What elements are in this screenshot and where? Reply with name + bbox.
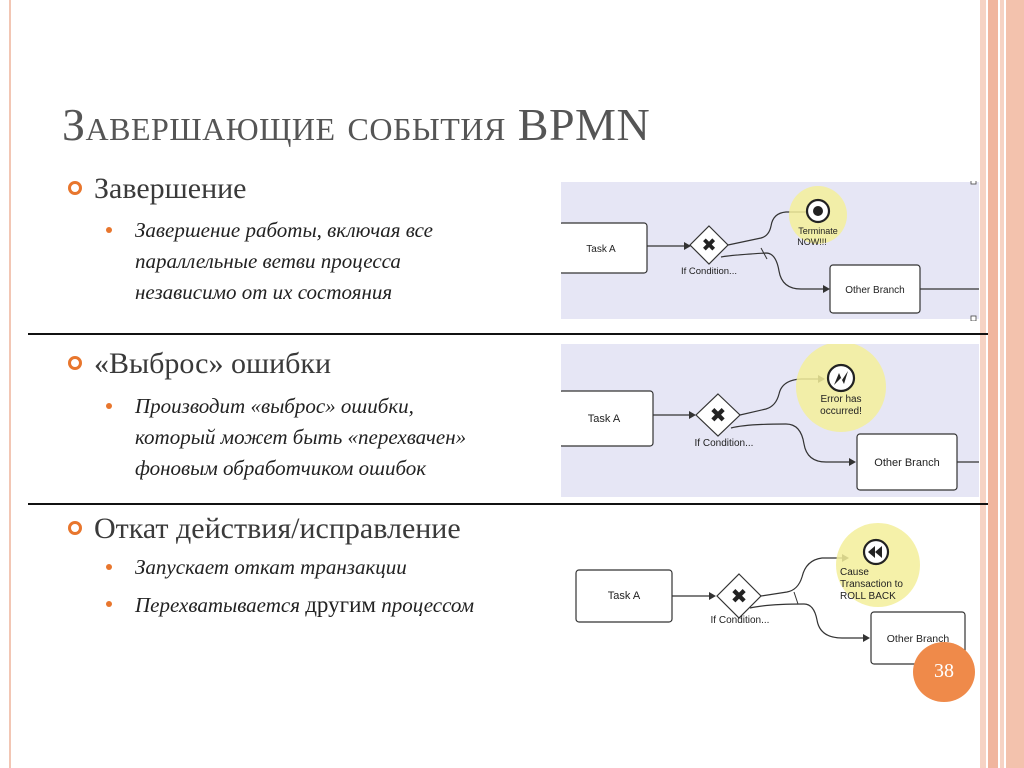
bullet-ring-icon — [68, 521, 82, 536]
section-compensation-bullet-2: Перехватывается другим процессом — [106, 589, 474, 621]
section-compensation-heading: Откат действия/исправление — [68, 512, 461, 546]
other-branch-label: Other Branch — [874, 457, 939, 469]
slide-title: Завершающие события BPMN — [62, 99, 651, 150]
event-highlight — [836, 523, 920, 607]
bullet-dot-icon — [106, 564, 112, 570]
gateway-x-icon: ✖ — [710, 403, 727, 427]
exclusive-gateway — [716, 573, 762, 619]
error-end-event-diagram: Task A ✖ If Condition... Error has occur… — [561, 344, 979, 497]
section-error-heading: «Выброс» ошибки — [68, 347, 331, 381]
task-box — [561, 390, 654, 447]
section-terminate-bullet: Завершение работы, включая все параллель… — [106, 215, 433, 308]
event-label-line1: Error has — [820, 394, 861, 405]
other-branch-label: Other Branch — [845, 285, 904, 296]
page-number-badge — [913, 642, 975, 702]
section-compensation-bullet-1: Запускает откат транзакции — [106, 552, 407, 583]
exclusive-gateway — [695, 393, 741, 437]
gateway-x-icon: ✖ — [701, 235, 716, 256]
event-label-line2: occurred! — [820, 406, 862, 417]
bullet-ring-icon — [68, 181, 82, 196]
flow-to-branch — [749, 603, 867, 639]
task-box — [561, 222, 648, 274]
task-label: Task A — [588, 413, 621, 425]
compensation-end-event-diagram: Task A ✖ If Condition... Cause Transacti… — [575, 523, 966, 665]
terminate-end-event-diagram: Task A ✖ If Condition... Terminate NOW!!… — [561, 181, 979, 321]
exclusive-gateway — [689, 225, 729, 265]
flow-to-event — [760, 557, 847, 597]
left-decor-rule — [9, 0, 11, 768]
event-label-line1: Terminate — [798, 226, 838, 236]
right-decor-stripes — [980, 0, 1024, 768]
flow-to-branch — [730, 423, 851, 463]
gateway-label: If Condition... — [681, 266, 737, 277]
flow-to-event — [739, 378, 823, 416]
event-label-line2: NOW!!! — [797, 237, 827, 247]
gateway-label: If Condition... — [711, 615, 770, 626]
event-label-line1: Cause — [840, 567, 869, 578]
section-divider-1 — [28, 333, 988, 335]
gateway-label: If Condition... — [695, 438, 754, 449]
flow-to-branch — [720, 252, 826, 290]
bullet-dot-icon — [106, 601, 112, 607]
event-label-line3: ROLL BACK — [840, 591, 896, 602]
event-label-line2: Transaction to — [840, 579, 903, 590]
task-label: Task A — [608, 590, 641, 602]
page-number: 38 — [934, 660, 954, 682]
section-divider-2 — [28, 503, 988, 505]
flow-to-event — [727, 211, 806, 246]
gateway-x-icon: ✖ — [731, 584, 748, 608]
section-terminate-heading: Завершение — [68, 172, 247, 206]
bullet-dot-icon — [106, 227, 112, 233]
other-branch-label: Other Branch — [887, 633, 950, 645]
section-error-bullet: Производит «выброс» ошибки, который може… — [106, 391, 466, 484]
bullet-dot-icon — [106, 403, 112, 409]
task-label: Task A — [586, 244, 616, 255]
bullet-ring-icon — [68, 356, 82, 371]
